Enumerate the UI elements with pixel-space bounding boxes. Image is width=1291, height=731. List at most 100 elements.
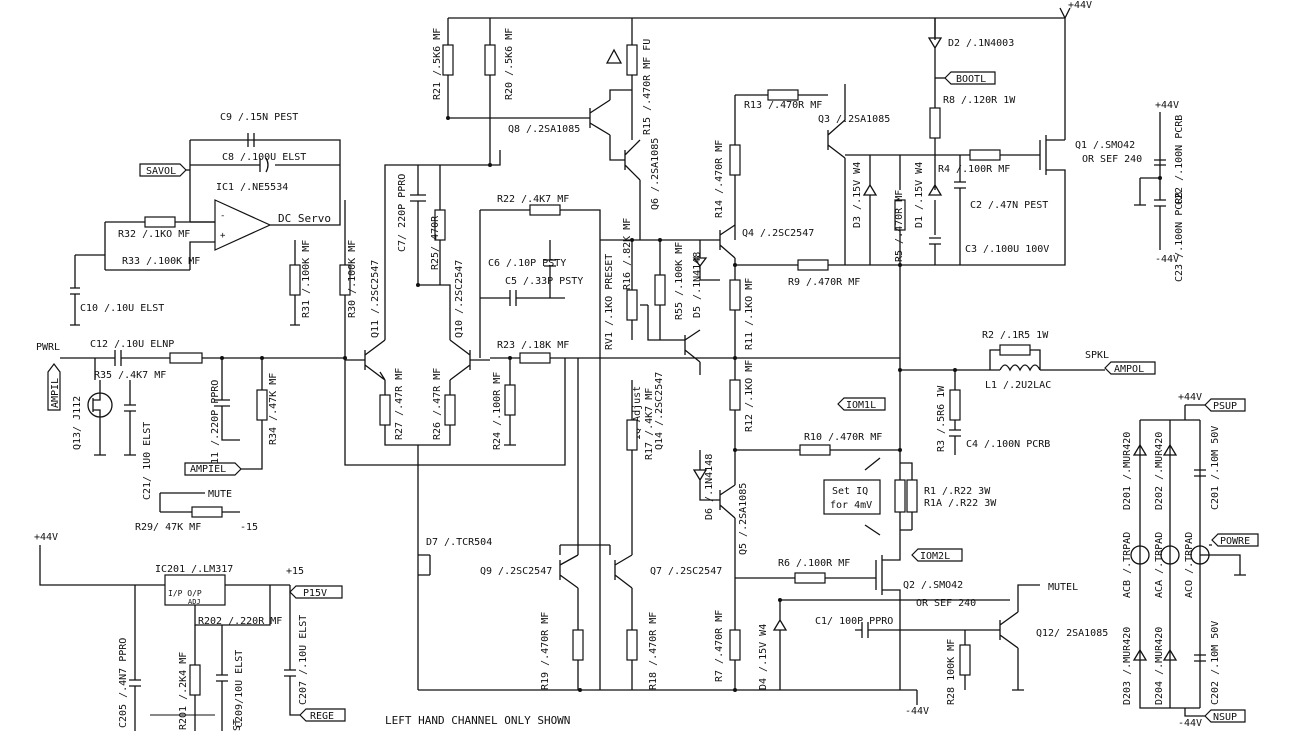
c12-label: C12 /.10U ELNP: [90, 339, 174, 350]
q4-label: Q4 /.2SC2547: [742, 228, 814, 239]
r9-label: R9 /.470R MF: [788, 277, 860, 288]
d2-label: D2 /.1N4003: [948, 38, 1014, 49]
iom1l-tag[interactable]: [837, 397, 886, 411]
set-iq-line2: for 4mV: [830, 500, 872, 511]
r201-label: R201 /.2K4 MF: [178, 652, 189, 730]
q2-label-b: OR SEF 240: [916, 598, 976, 609]
q10-label: Q10 /.2SC2547: [454, 260, 465, 338]
supply-neg-label: -44V: [905, 706, 929, 717]
r26-resistor: [444, 394, 456, 426]
reg-supply-p15: +15: [286, 566, 304, 577]
bridge-supply-neg: -44V: [1178, 718, 1202, 729]
psup-tag[interactable]: [1204, 398, 1246, 412]
nsup-tag-label: NSUP: [1213, 712, 1237, 723]
d1-label: D1 /.15V W4: [914, 162, 925, 228]
d203-label: D203 /.MUR420: [1122, 627, 1133, 705]
c1-label: C1/ 100P PPRO: [815, 616, 893, 627]
r14-label: R14 /.470R MF: [714, 140, 725, 218]
r18-resistor: [626, 629, 638, 661]
powre-tag[interactable]: [1211, 533, 1259, 547]
r12-resistor: [729, 379, 741, 411]
r32-label: R32 /.1KO MF: [118, 229, 190, 240]
q10-transistor: [449, 339, 490, 381]
savol-tag[interactable]: [139, 163, 187, 177]
r29-label: R29/ 47K MF: [135, 522, 201, 533]
set-iq-line1: Set IQ: [832, 486, 868, 497]
r23-label: R23 /.18K MF: [497, 340, 569, 351]
r16-label: R16 /.82K MF: [622, 218, 633, 290]
nsup-tag[interactable]: [1204, 709, 1246, 723]
q1-label-b: OR SEF 240: [1082, 154, 1142, 165]
r4-resistor: [969, 149, 1001, 161]
bootl-tag[interactable]: [944, 71, 996, 85]
r202-label: R202 /.220R MF: [198, 616, 282, 627]
q12-transistor: [999, 584, 1040, 691]
st-label: ST: [232, 719, 243, 731]
r33-label: R33 /.100K MF: [122, 256, 200, 267]
rege-tag-label: REGE: [310, 711, 334, 722]
decoupling-c22-c23: [1134, 112, 1166, 250]
r6-label: R6 /.100R MF: [778, 558, 850, 569]
r34-label: R34 /.47K MF: [268, 373, 279, 445]
ampiel-tag[interactable]: [184, 462, 242, 476]
rv1-preset: [626, 289, 638, 321]
bootl-tag-label: BOOTL: [956, 74, 986, 85]
aco-label: ACO /.TRPAD: [1184, 532, 1195, 598]
rv1-label: RV1 /.1KO PRESET: [604, 254, 615, 350]
r31-label: R31 /.100K MF: [301, 240, 312, 318]
q12-label: Q12/ 2SA1085: [1036, 628, 1108, 639]
ampol-tag-label: AMPOL: [1114, 364, 1144, 375]
q3-transistor: [827, 84, 846, 265]
d202-label: D202 /.MUR420: [1154, 432, 1165, 510]
r20-label: R20 /.5K6 MF: [504, 28, 515, 100]
r201-resistor: [189, 664, 201, 696]
r11-label: R11 /.1KO MF: [744, 278, 755, 350]
r18-label: R18 /.470R MF: [648, 612, 659, 690]
footer-note: LEFT HAND CHANNEL ONLY SHOWN: [385, 714, 570, 727]
q14-label: Q14 /.2SC2547: [654, 372, 665, 450]
q4-transistor: [719, 224, 736, 265]
q14-transistor: [684, 329, 701, 375]
d4-label: D4 /.15V W4: [758, 624, 769, 690]
ampol-tag[interactable]: [1104, 361, 1156, 375]
ic201-label: IC201 /.LM317: [155, 564, 233, 575]
pwrl-net-label: PWRL: [36, 342, 60, 353]
r22-resistor: [529, 204, 561, 216]
r19-label: R19 /.470R MF: [540, 612, 551, 690]
l1-inductor: [999, 364, 1041, 372]
rege-tag[interactable]: [299, 708, 346, 722]
r26-label: R26 /.47R MF: [432, 368, 443, 440]
r24-resistor: [504, 384, 516, 416]
ampil-tag-label: AMPIL: [50, 378, 61, 408]
q11-label: Q11 /.2SC2547: [370, 260, 381, 338]
r55-resistor: [654, 274, 666, 306]
q11-transistor: [345, 339, 386, 381]
r4-label: R4 /.100R MF: [938, 164, 1010, 175]
q6-transistor: [624, 139, 641, 240]
ampil-tag[interactable]: [47, 363, 61, 411]
r32-resistor: [144, 216, 176, 228]
warning-icon: [605, 48, 623, 64]
r20-resistor: [484, 44, 496, 76]
c22-label: C22 /.100N PCRB: [1174, 115, 1185, 205]
iom2l-tag[interactable]: [911, 548, 963, 562]
r6-resistor: [794, 572, 826, 584]
c201-label: C201 /.10M 50V: [1210, 426, 1221, 510]
ampiel-tag-label: AMPIEL: [190, 464, 226, 475]
r7-label: R7 /.470R MF: [714, 610, 725, 682]
r1a-label: R1A /.R22 3W: [924, 498, 997, 509]
c23-label: C23 /.100N PCRB: [1174, 192, 1185, 282]
r2-resistor: [999, 344, 1031, 356]
r28-resistor: [959, 644, 971, 676]
c8-label: C8 /.100U ELST: [222, 152, 306, 163]
c10-label: C10 /.10U ELST: [80, 303, 164, 314]
r23-resistor: [519, 352, 551, 364]
r1-label: R1 /.R22 3W: [924, 486, 991, 497]
d201-label: D201 /.MUR420: [1122, 432, 1133, 510]
svg-text:+: +: [220, 231, 226, 241]
c11-label: C11 /.220P PPRO: [210, 380, 221, 470]
r35-resistor: [169, 352, 203, 364]
p15v-tag[interactable]: [289, 585, 343, 599]
c207-label: C207 /.10U ELST: [298, 615, 309, 705]
r12-label: R12 /.1KO MF: [744, 360, 755, 432]
